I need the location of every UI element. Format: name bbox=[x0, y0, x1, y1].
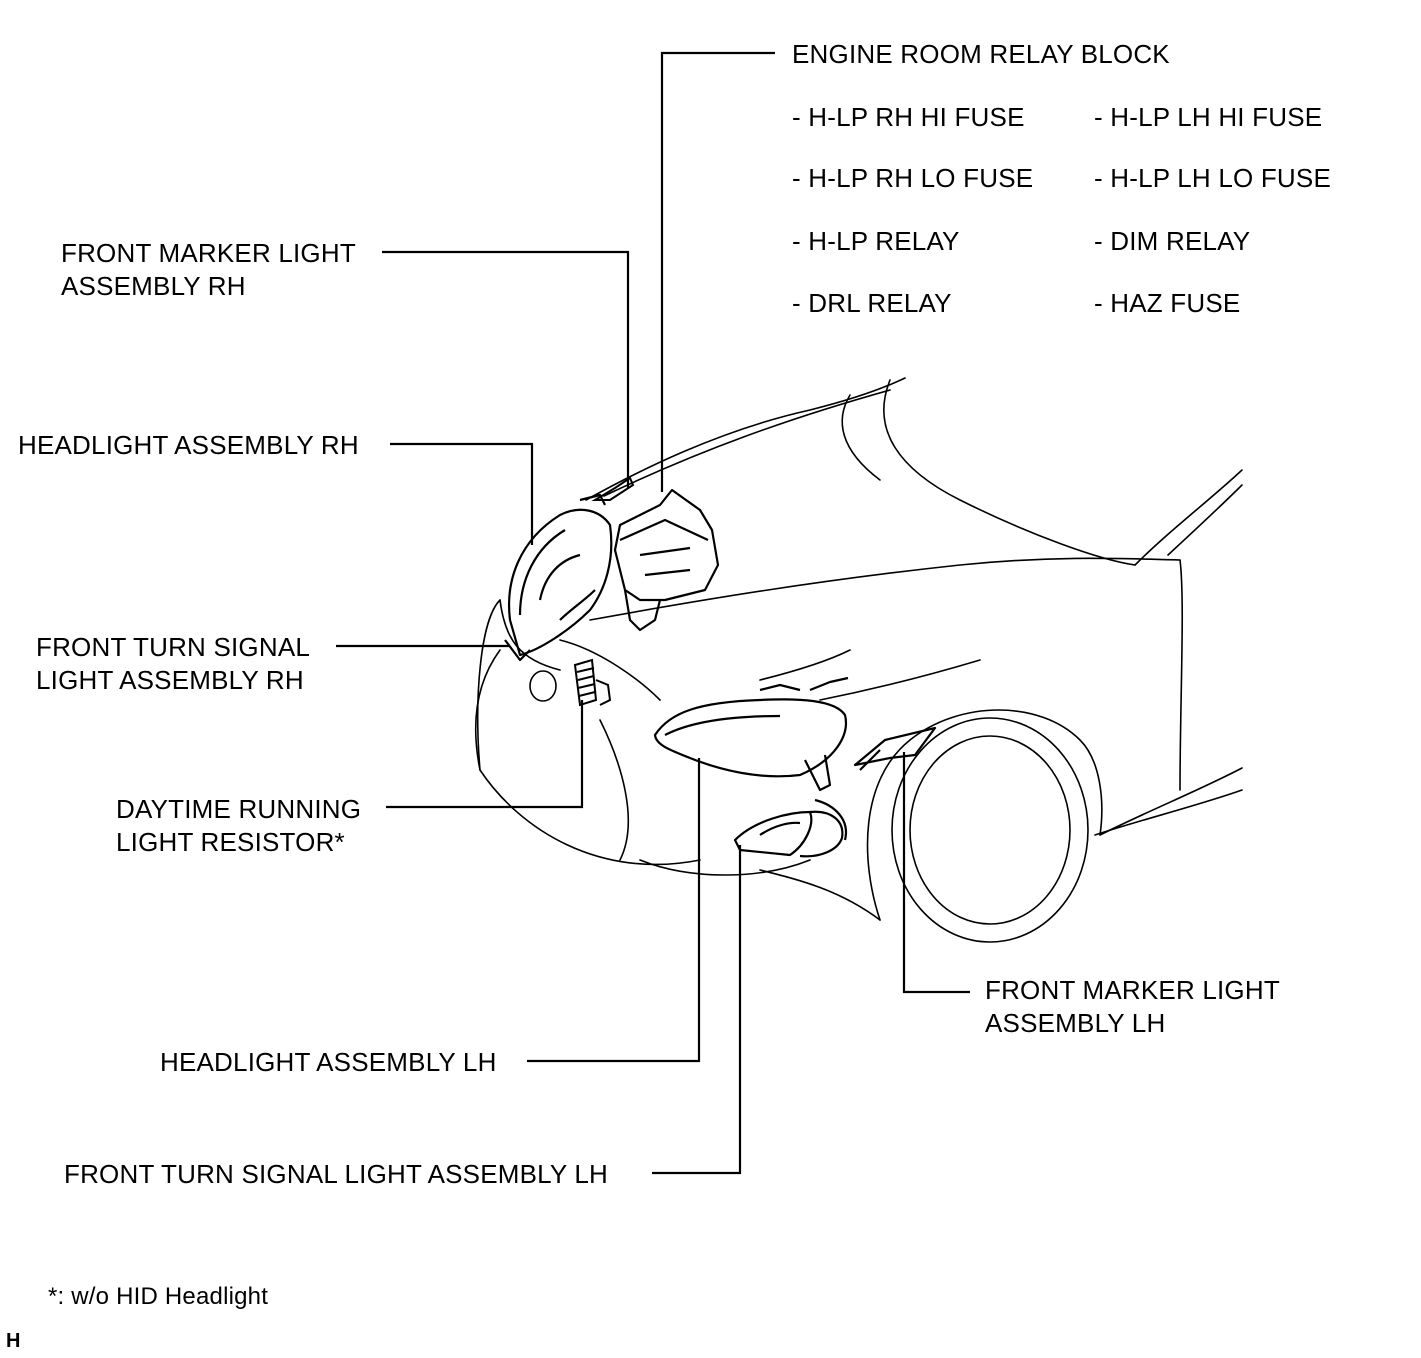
leader-front-marker-rh bbox=[382, 250, 630, 488]
leader-drl-resistor bbox=[386, 700, 584, 809]
label-front-turn-lh: FRONT TURN SIGNAL LIGHT ASSEMBLY LH bbox=[64, 1159, 608, 1189]
front-marker-rh-shape bbox=[591, 476, 635, 501]
leader-lines bbox=[336, 51, 970, 1175]
relay-item-haz-fuse: - HAZ FUSE bbox=[1094, 288, 1241, 318]
headlight-rh-shape bbox=[504, 493, 613, 662]
relay-item-drl-relay: - DRL RELAY bbox=[792, 288, 952, 318]
leader-front-turn-lh bbox=[652, 845, 742, 1175]
leader-front-marker-lh bbox=[902, 752, 970, 994]
relay-item-h-lp-relay: - H-LP RELAY bbox=[792, 226, 960, 256]
car-body-outline bbox=[475, 377, 1243, 943]
relay-item-h-lp-lh-lo-fuse: - H-LP LH LO FUSE bbox=[1094, 163, 1331, 193]
label-engine-room-relay-block: ENGINE ROOM RELAY BLOCK bbox=[792, 39, 1170, 69]
drl-resistor-shape bbox=[573, 658, 612, 707]
corner-mark: H bbox=[6, 1330, 21, 1352]
label-front-marker-lh-line2: ASSEMBLY LH bbox=[985, 1008, 1166, 1038]
label-front-turn-rh-line1: FRONT TURN SIGNAL bbox=[36, 632, 311, 662]
leader-headlight-rh bbox=[390, 442, 534, 545]
label-front-marker-rh-line1: FRONT MARKER LIGHT bbox=[61, 238, 356, 268]
leader-engine-room-relay-block bbox=[660, 51, 775, 492]
label-front-turn-rh-line2: LIGHT ASSEMBLY RH bbox=[36, 665, 304, 695]
front-marker-lh-shape bbox=[853, 726, 937, 771]
relay-item-h-lp-rh-hi-fuse: - H-LP RH HI FUSE bbox=[792, 102, 1025, 132]
relay-item-dim-relay: - DIM RELAY bbox=[1094, 226, 1251, 256]
leader-headlight-lh bbox=[527, 758, 701, 1063]
label-drl-resistor-line2: LIGHT RESISTOR* bbox=[116, 827, 345, 857]
front-turn-lh-shape bbox=[733, 798, 848, 858]
label-headlight-rh: HEADLIGHT ASSEMBLY RH bbox=[18, 430, 359, 460]
relay-item-h-lp-lh-hi-fuse: - H-LP LH HI FUSE bbox=[1094, 102, 1323, 132]
relay-item-h-lp-rh-lo-fuse: - H-LP RH LO FUSE bbox=[792, 163, 1034, 193]
label-front-marker-lh-line1: FRONT MARKER LIGHT bbox=[985, 975, 1280, 1005]
relay-block-shape bbox=[613, 488, 720, 632]
label-front-marker-rh-line2: ASSEMBLY RH bbox=[61, 271, 246, 301]
headlight-lh-shape bbox=[653, 676, 849, 792]
label-headlight-lh: HEADLIGHT ASSEMBLY LH bbox=[160, 1047, 497, 1077]
label-drl-resistor-line1: DAYTIME RUNNING bbox=[116, 794, 362, 824]
footnote: *: w/o HID Headlight bbox=[48, 1283, 269, 1310]
